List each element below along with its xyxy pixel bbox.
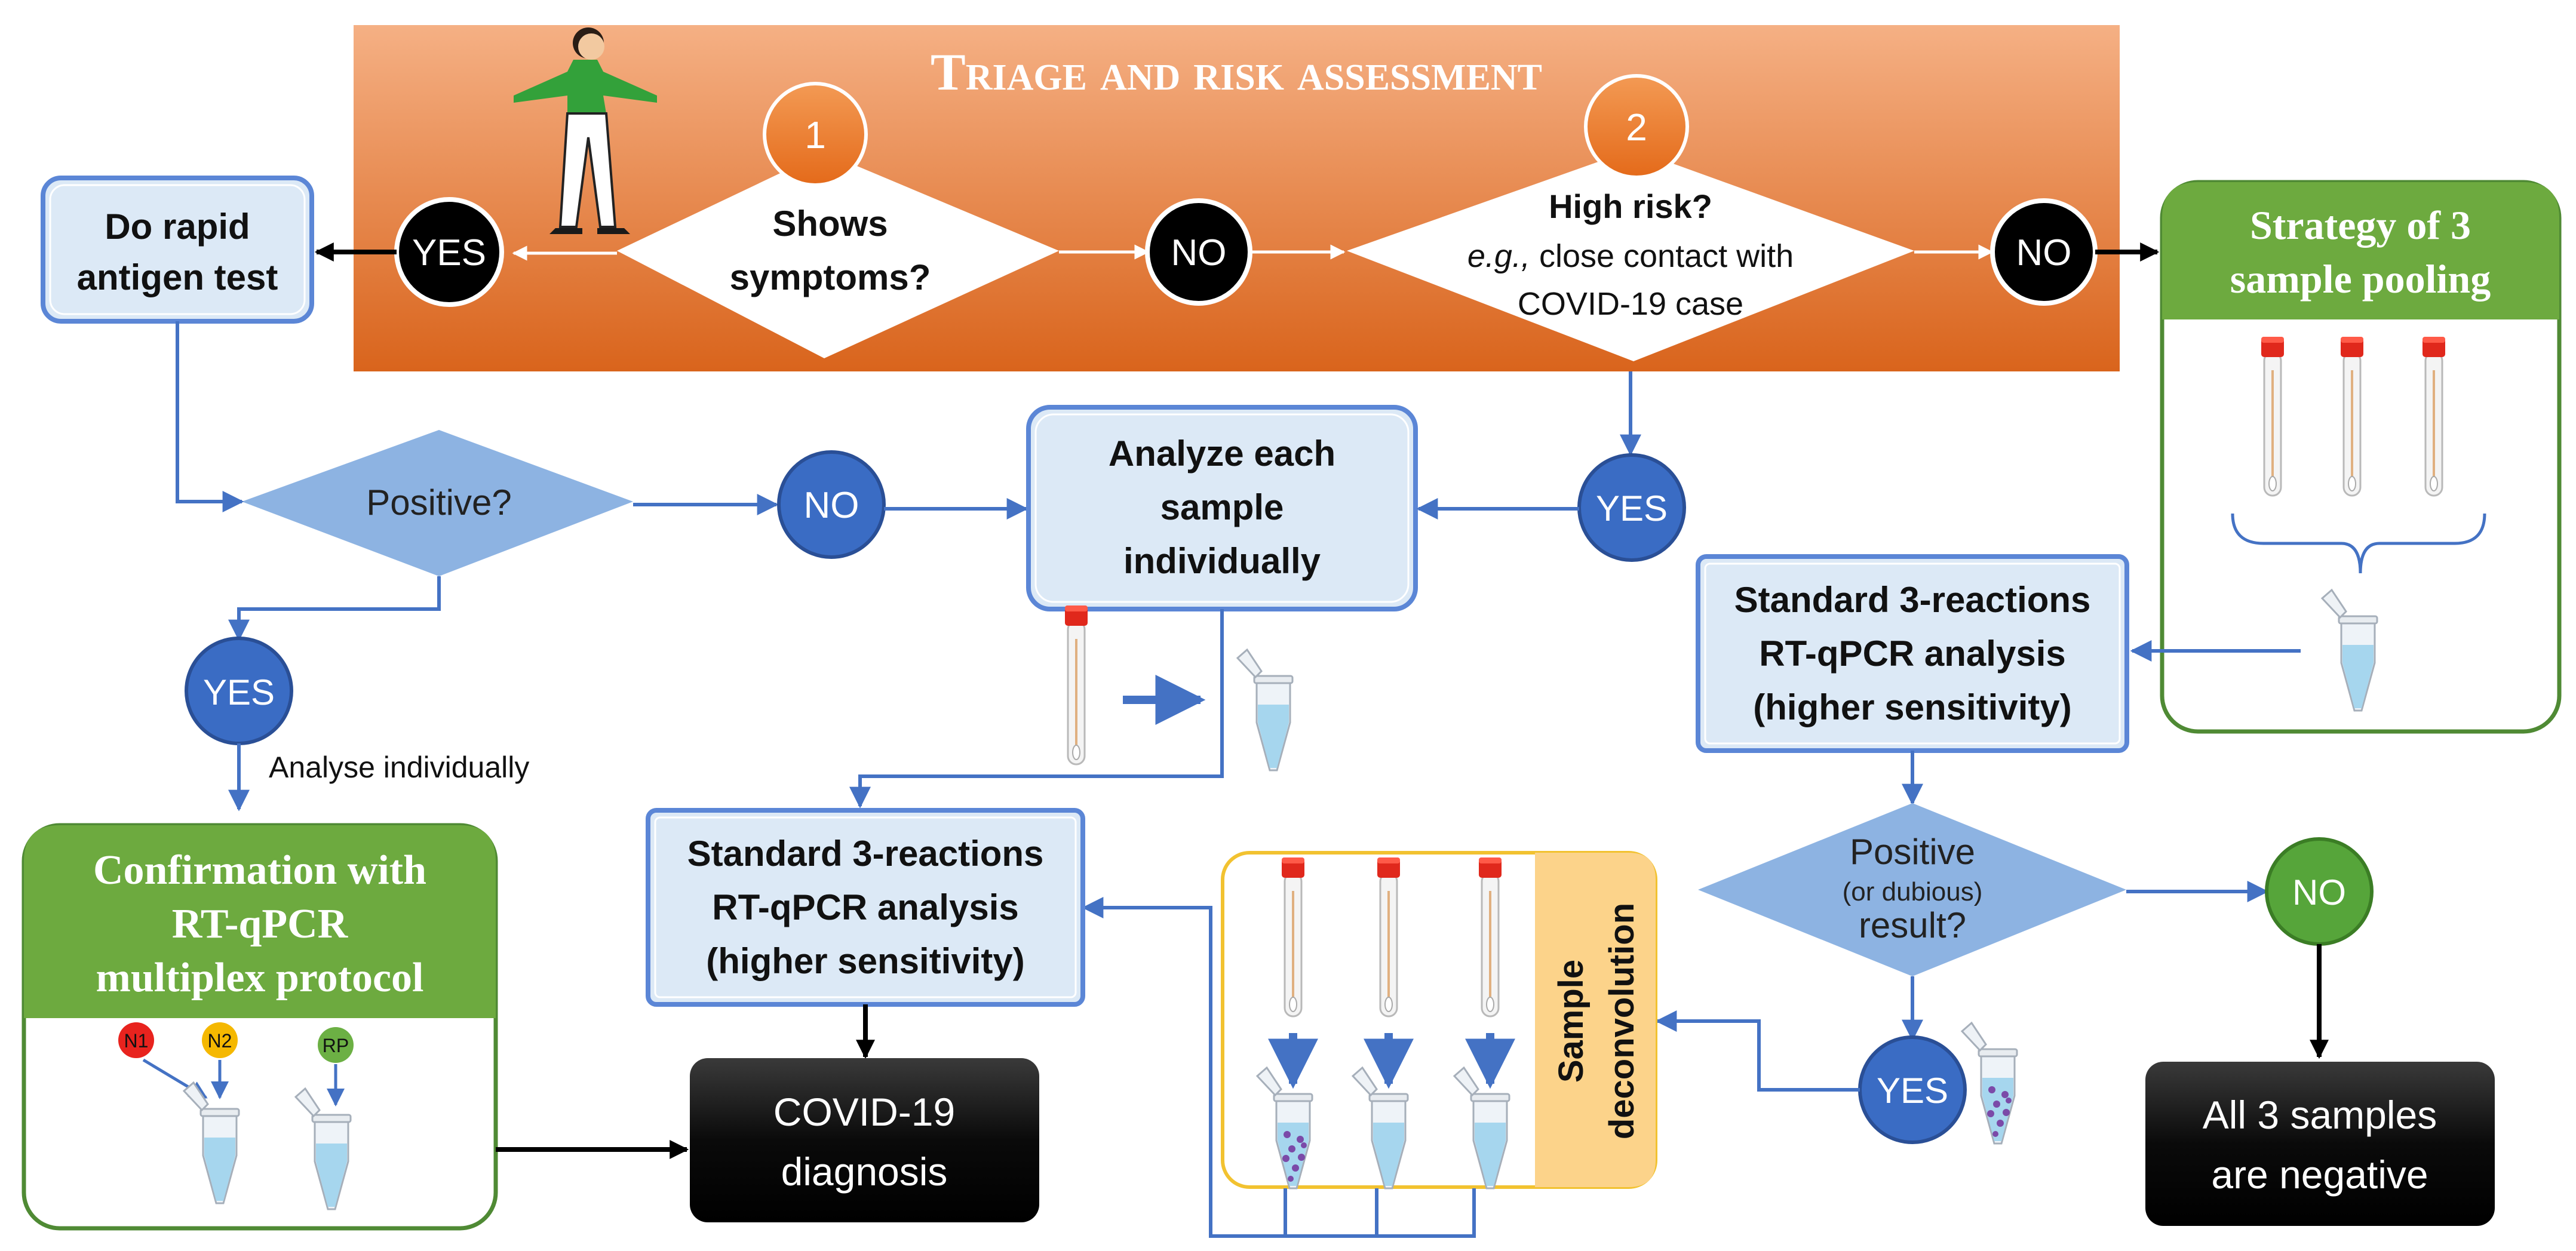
symptoms-line2: symptoms?: [730, 257, 931, 297]
all-negative-line1: All 3 samples: [2203, 1093, 2437, 1137]
all-negative-line2: are negative: [2211, 1152, 2428, 1197]
yes-label: YES: [1596, 488, 1668, 528]
triage-banner: [354, 25, 2120, 371]
step-1-circle: [763, 82, 868, 187]
no-label: NO: [1171, 232, 1227, 273]
triage-title: Triage and risk assessment: [931, 44, 1542, 102]
symptoms-diamond: [617, 152, 1059, 358]
risk-diamond: [1347, 149, 1914, 361]
connector: [176, 321, 244, 512]
diagnosis-line2: diagnosis: [781, 1149, 948, 1194]
deconvolution-line2: deconvolution: [1602, 903, 1641, 1139]
connector: [228, 576, 441, 641]
swab-tube-icon: [2339, 336, 2365, 497]
pooling-line2: sample pooling: [2230, 256, 2491, 302]
marker-rp-label: RP: [323, 1035, 349, 1056]
marker-rp: [318, 1027, 354, 1063]
marker-n2-label: N2: [208, 1030, 232, 1052]
no-label: NO: [2016, 232, 2072, 273]
confirmation-line1: Confirmation with: [93, 847, 426, 893]
pooled-result-diamond: [1698, 803, 2126, 976]
analyze-each-line3: individually: [1123, 541, 1321, 581]
pooled-result-line3: result?: [1859, 905, 1966, 945]
marker-n1-label: N1: [124, 1030, 149, 1052]
pooling-bracket: [2231, 513, 2486, 574]
positive-label: Positive?: [366, 482, 511, 522]
microtube-icon: [1962, 1023, 2017, 1144]
swab-tube-icon: [1281, 856, 1306, 1018]
diagnosis-box: [690, 1058, 1039, 1222]
swab-tube-icon: [1064, 604, 1089, 766]
deconvolution-label-bg: [1535, 853, 1656, 1187]
standard-pooled-line3: (higher sensitivity): [1753, 687, 2071, 727]
yes-label: YES: [412, 232, 486, 273]
analyze-each-line1: Analyze each: [1109, 434, 1335, 474]
connector: [1377, 1188, 1476, 1238]
confirmation-line3: multiplex protocol: [96, 955, 424, 1001]
no-label: NO: [2292, 872, 2346, 912]
swab-tube-icon: [1478, 856, 1503, 1018]
analyze-each-line2: sample: [1160, 487, 1284, 527]
pooling-line1: Strategy of 3: [2250, 202, 2471, 248]
all-negative-box: [2145, 1062, 2495, 1226]
person-icon: [514, 27, 657, 234]
standard-pooled-line2: RT-qPCR analysis: [1759, 634, 2066, 674]
standard-pooled-line1: Standard 3-reactions: [1734, 580, 2091, 620]
pooled-result-line2: (or dubious): [1843, 877, 1983, 906]
no-label: NO: [804, 485, 859, 526]
swab-tube-icon: [1376, 856, 1401, 1018]
standard-indiv-line2: RT-qPCR analysis: [712, 887, 1019, 927]
step-1-number: 1: [805, 113, 826, 156]
risk-line1: High risk?: [1549, 188, 1712, 225]
risk-line2: e.g., close contact with: [1467, 238, 1794, 274]
connector: [1655, 1010, 1860, 1092]
standard-indiv-line3: (higher sensitivity): [706, 941, 1024, 981]
swab-tube-icon: [2260, 336, 2285, 497]
pooled-result-line1: Positive: [1850, 832, 1975, 872]
step-2-number: 2: [1626, 106, 1647, 149]
step-2-circle: [1584, 74, 1689, 179]
connector: [1285, 1188, 1378, 1238]
standard-indiv-line1: Standard 3-reactions: [687, 834, 1044, 874]
marker-n2: [202, 1022, 238, 1058]
marker-n1: [118, 1022, 154, 1058]
connector: [849, 609, 1224, 809]
rapid-test-box: [41, 176, 314, 324]
no-circle-symptoms: [1145, 198, 1252, 306]
positive-diamond: [242, 430, 633, 576]
symptoms-line1: Shows: [772, 204, 888, 244]
diagnosis-line1: COVID-19: [773, 1090, 955, 1134]
risk-line3: COVID-19 case: [1518, 286, 1743, 322]
analyse-individually-note: Analyse individually: [269, 751, 529, 784]
yes-label: YES: [1877, 1071, 1948, 1111]
confirmation-line2: RT-qPCR: [172, 901, 349, 947]
swab-tube-icon: [2421, 336, 2446, 497]
pooling-header: [2162, 182, 2559, 319]
microtube-icon: [1236, 648, 1294, 771]
deconvolution-line1: Sample: [1552, 960, 1591, 1083]
rapid-test-line1: Do rapid: [105, 207, 250, 247]
yes-label: YES: [203, 672, 275, 712]
confirmation-header: [24, 825, 496, 1018]
rapid-test-line2: antigen test: [77, 257, 278, 297]
no-circle-antigen: [777, 450, 886, 559]
connector: [1082, 897, 1287, 1238]
